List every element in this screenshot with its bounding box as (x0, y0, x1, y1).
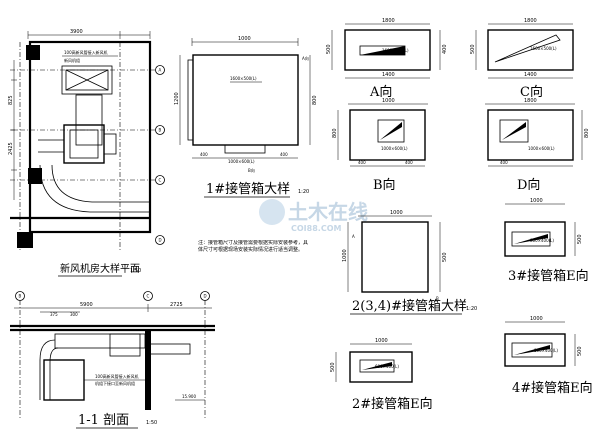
box1-duct-2: 1000×600(L) (228, 159, 255, 164)
view3E-dim-right: 500 (577, 234, 583, 244)
box1-title: 1#接管箱大样 (206, 181, 290, 197)
plan-axis-D: D (159, 238, 162, 243)
viewD-label: D向 (517, 177, 540, 193)
viewD-dim-top: 1800 (524, 98, 537, 104)
box2-dim-right: 500 (442, 252, 448, 262)
view-2E: 1000 600×400(L) 500 2#接管箱E向 (330, 338, 433, 412)
watermark-subtext: COI88.COM (291, 224, 341, 233)
view3E-dim-top: 1000 (530, 198, 543, 204)
watermark: 土木在线 COI88.COM (259, 199, 368, 233)
plan-axis-A: A (159, 68, 162, 73)
view2E-dim-left: 500 (330, 362, 336, 372)
section-axis-C: C (147, 294, 150, 299)
section-axis-B: B (19, 294, 22, 299)
plan-note-1: 100高新风管接入新风机 (64, 49, 108, 55)
note-block: 注：接管箱尺寸及接管需要根据实际安装参考，具体尺寸可根据现场安装实际情况进行适当… (198, 240, 308, 253)
section-note-1: 100高新风管接入新风机 (95, 373, 139, 379)
view3E-label: 3#接管箱E向 (508, 268, 589, 284)
viewB-duct: 1000×600(L) (381, 146, 408, 151)
viewC-label: C向 (520, 84, 543, 100)
viewB-dim-top: 1000 (382, 98, 395, 104)
section-dim-2: 2725 (170, 302, 183, 308)
section-scale: 1:50 (146, 420, 157, 426)
box1-mark-B: B向 (248, 167, 255, 173)
viewC-dim-bot: 1400 (524, 72, 537, 78)
section-axis-D: D (204, 294, 207, 299)
plan-view: 3900 825 2425 A (8, 29, 165, 277)
viewB-dim-b2: 400 (405, 160, 413, 165)
view-C: 1800 1600×500(L) 500 1400 C向 (470, 18, 574, 100)
view-3E: 1000 800×400(L) 500 3#接管箱E向 (504, 198, 589, 284)
viewD-dim-right: 800 (584, 128, 590, 138)
watermark-text: 土木在线 (288, 200, 368, 224)
viewA-dim-left: 500 (326, 44, 332, 54)
viewB-label: B向 (373, 177, 396, 193)
section-elevation: 15.900 (182, 394, 196, 399)
viewA-duct: 1600×500(L) (382, 48, 409, 53)
box1-dim-top: 1000 (238, 36, 251, 42)
box1-duct-1: 1600×500(L) (230, 76, 257, 81)
view4E-dim-right: 500 (577, 346, 583, 356)
plan-dim-left-1: 825 (8, 95, 14, 105)
view2E-dim-top: 1000 (375, 338, 388, 344)
view2E-duct: 600×400(L) (375, 364, 399, 369)
plan-axis-B: B (159, 128, 162, 133)
box2-detail: 1000 1000 500 B A 2(3,4)#接管箱大样 1:20 (342, 210, 477, 315)
box1-dim-left: 1200 (174, 92, 180, 105)
plan-scale: 1:50 (130, 268, 141, 274)
view-A: 1800 1600×500(L) 500 400 1400 A向 (326, 18, 448, 100)
view4E-duct: 800×400(L) (534, 348, 558, 353)
plan-dim-left-2: 2425 (8, 142, 14, 155)
box1-dim-right: 800 (312, 95, 318, 105)
note-text: 注：接管箱尺寸及接管需要根据实际安装参考，具体尺寸可根据现场安装实际情况进行适当… (198, 240, 308, 253)
viewA-label: A向 (369, 84, 392, 100)
section-dim-3: 375 (50, 312, 58, 317)
viewA-dim-bot: 1400 (382, 72, 395, 78)
box1-scale: 1:20 (298, 189, 309, 195)
watermark-logo-icon (259, 199, 285, 225)
box1-dim-b2: 400 (280, 152, 288, 157)
plan-dim-top: 3900 (70, 29, 83, 35)
section-dim-4: 300 (70, 312, 78, 317)
box2-mark-B: B (436, 296, 439, 301)
viewC-duct: 1600×500(L) (530, 46, 557, 51)
viewB-dim-b1: 400 (358, 160, 366, 165)
box1-dim-b1: 400 (200, 152, 208, 157)
plan-axis-C: C (159, 178, 162, 183)
box2-dim-top: 1000 (390, 210, 403, 216)
view4E-dim-top: 1000 (530, 316, 543, 322)
box2-title: 2(3,4)#接管箱大样 (352, 298, 467, 314)
section-note-2: 机组下接口至新风机组 (95, 380, 135, 386)
viewA-dim-top: 1800 (382, 18, 395, 24)
plan-note-2: 新风机组 (64, 57, 80, 63)
section-view: B C D 5900 2725 375 300 100高新风管接入新风机 机组下… (10, 291, 215, 429)
viewD-duct: 1000×600(L) (528, 146, 555, 151)
view-D: 1800 1000×600(L) 800 400 D向 (485, 98, 590, 193)
viewC-dim-top: 1800 (524, 18, 537, 24)
view2E-label: 2#接管箱E向 (352, 396, 433, 412)
view-B: 1000 1000×600(L) 800 400 400 B向 (332, 98, 428, 193)
section-dim-1: 5900 (80, 302, 93, 308)
view4E-label: 4#接管箱E向 (512, 380, 593, 396)
box2-dim-left: 1000 (342, 249, 348, 262)
box1-detail: 1000 1600×500(L) 1000×600(L) 1200 800 40… (174, 36, 318, 198)
section-title: 1-1 剖面 (78, 413, 129, 428)
box2-scale: 1:20 (466, 306, 477, 312)
viewD-dim-bot: 400 (500, 160, 508, 165)
box1-mark-A: A向 (302, 55, 309, 61)
viewB-dim-left: 800 (332, 128, 338, 138)
viewC-dim-left: 500 (470, 44, 476, 54)
plan-title: 新风机房大样平面 (60, 262, 140, 275)
viewA-dim-right: 400 (442, 44, 448, 54)
box2-mark-A: A (352, 234, 355, 239)
view-4E: 1000 800×400(L) 500 4#接管箱E向 (504, 316, 593, 396)
view3E-duct: 800×400(L) (530, 238, 554, 243)
